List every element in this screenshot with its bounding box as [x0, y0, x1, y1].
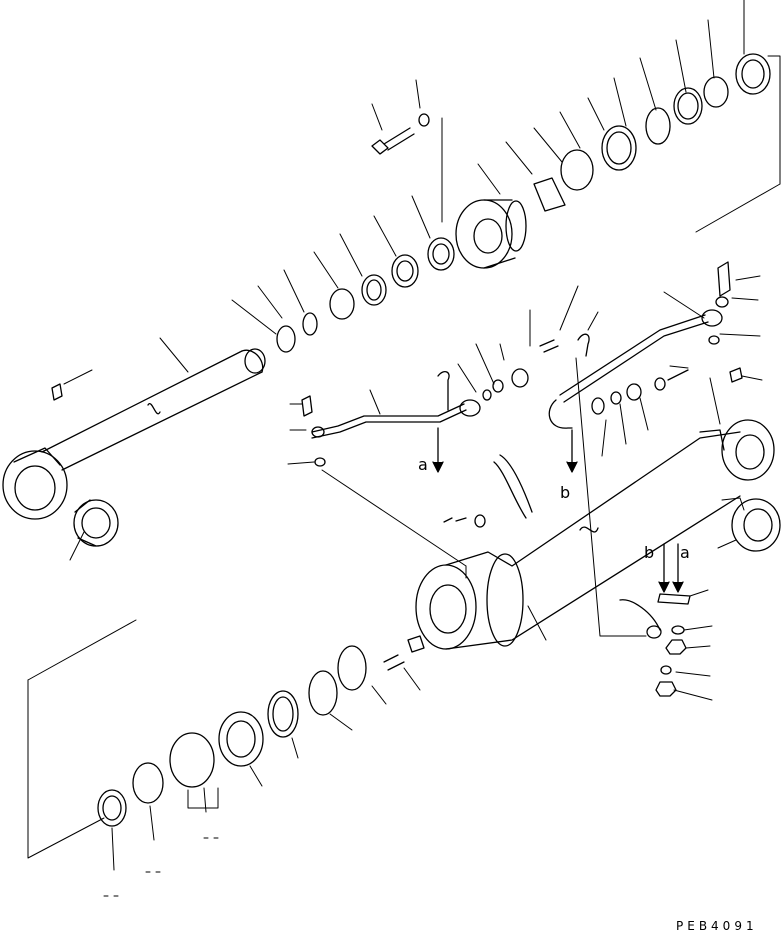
bracket-hardware: [619, 593, 691, 697]
piston-rings: [276, 237, 455, 353]
head-bolt: [371, 113, 430, 155]
pipe-label-a: a: [418, 455, 428, 474]
bracket-label-b: b: [644, 543, 654, 562]
cylinder-tube: [415, 419, 775, 650]
pipe-a: [311, 371, 481, 439]
cylinder-head: [455, 199, 527, 269]
drawing-code: PEB4091: [676, 919, 758, 933]
bracket-label-a: a: [680, 543, 690, 562]
rod-bushing: [73, 499, 119, 547]
leader-lines: [27, 0, 781, 871]
routing-arrows: [432, 427, 684, 593]
piston-parts: [97, 635, 425, 827]
piston-rod: [2, 348, 266, 520]
clamp-bracket: [443, 454, 533, 528]
pipe-b: [548, 309, 723, 429]
head-seals: [533, 53, 771, 212]
label-dashes: [103, 787, 219, 897]
grease-fitting: [51, 383, 63, 401]
tube-bushing: [731, 498, 781, 552]
pipe-label-b: b: [560, 483, 570, 502]
pipe-hardware: [301, 261, 743, 467]
